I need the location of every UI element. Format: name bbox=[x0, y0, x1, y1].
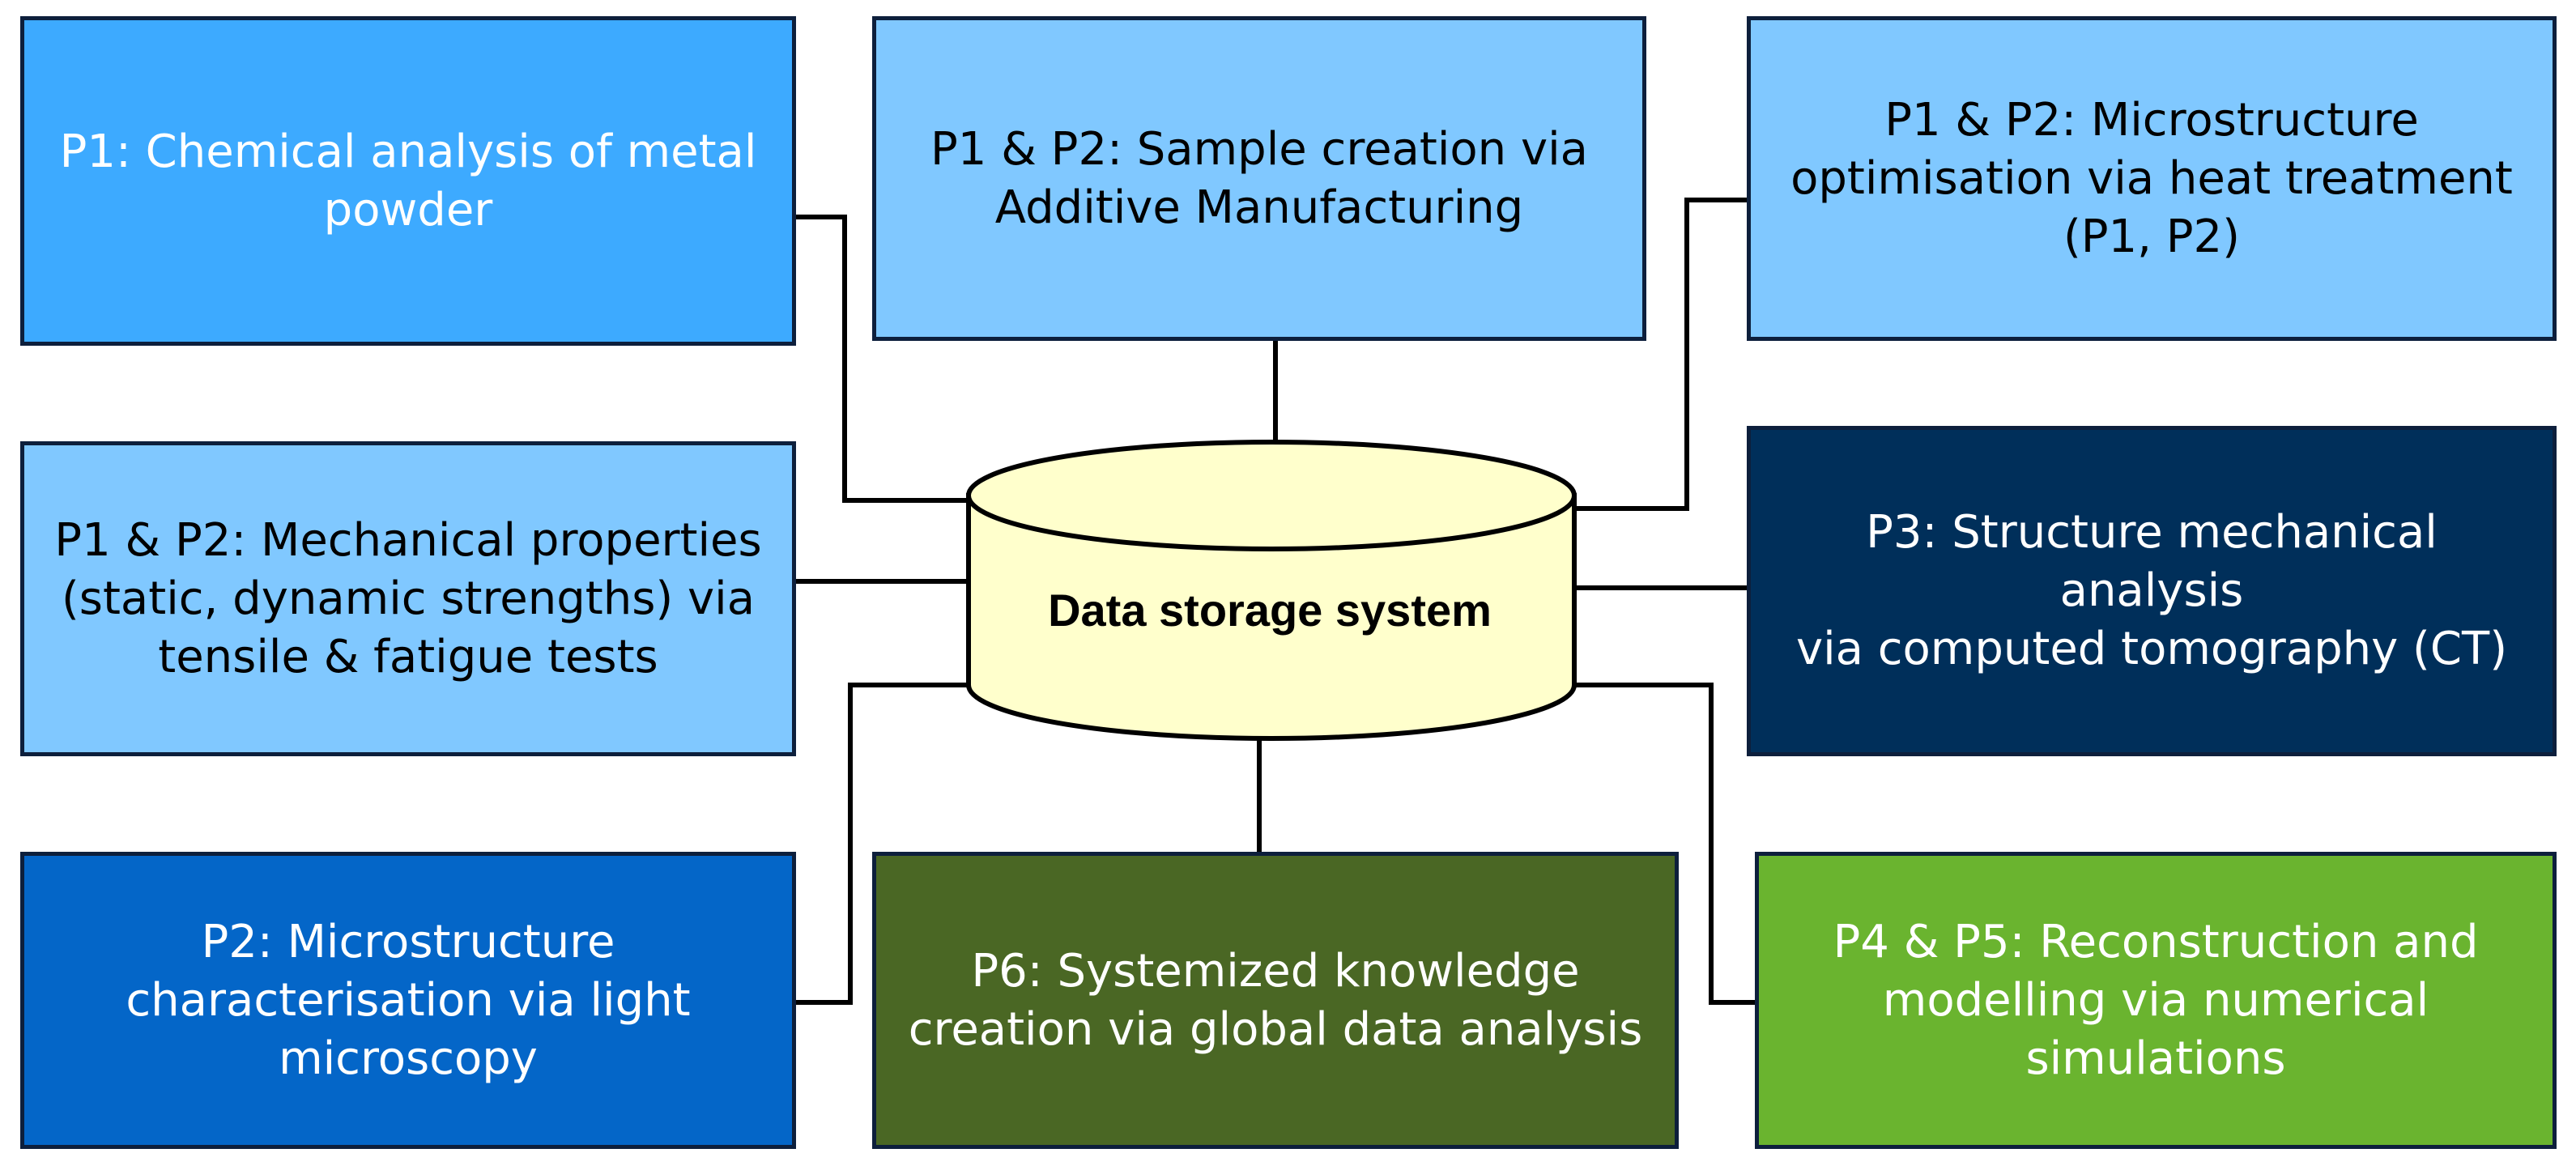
text-line: optimisation via heat treatment bbox=[1790, 151, 2513, 205]
text-line: P4 & P5: Reconstruction and bbox=[1833, 915, 2479, 968]
box-numerical-simulations: P4 & P5: Reconstruction and modelling vi… bbox=[1755, 852, 2557, 1149]
text-line: simulations bbox=[2025, 1032, 2286, 1085]
box-mechanical-properties: P1 & P2: Mechanical properties (static, … bbox=[20, 441, 796, 756]
text-line: P1 & P2: Mechanical properties bbox=[54, 513, 762, 567]
box-knowledge-creation-text: P6: Systemized knowledge creation via gl… bbox=[909, 942, 1643, 1059]
box-heat-treatment: P1 & P2: Microstructure optimisation via… bbox=[1747, 16, 2557, 341]
box-sample-creation-text: P1 & P2: Sample creation via Additive Ma… bbox=[930, 121, 1588, 237]
box-knowledge-creation: P6: Systemized knowledge creation via gl… bbox=[872, 852, 1679, 1149]
text-line: via computed tomography (CT) bbox=[1795, 623, 2508, 675]
text-line: powder bbox=[323, 183, 493, 236]
connector-chemical bbox=[796, 215, 969, 503]
box-light-microscopy: P2: Microstructure characterisation via … bbox=[20, 852, 796, 1149]
text-line: tensile & fatigue tests bbox=[158, 630, 658, 683]
text-line: microscopy bbox=[279, 1032, 538, 1085]
text-line: P3: Structure mechanical analysis bbox=[1866, 506, 2438, 617]
box-numerical-simulations-text: P4 & P5: Reconstruction and modelling vi… bbox=[1833, 913, 2479, 1088]
text-line: P1 & P2: Sample creation via bbox=[930, 122, 1588, 176]
text-line: P1 & P2: Microstructure bbox=[1884, 93, 2419, 147]
text-line: characterisation via light bbox=[126, 973, 691, 1027]
box-light-microscopy-text: P2: Microstructure characterisation via … bbox=[126, 913, 690, 1088]
text-line: (P1, P2) bbox=[2063, 210, 2241, 263]
box-chemical-analysis: P1: Chemical analysis of metal powder bbox=[20, 16, 796, 346]
box-mechanical-properties-text: P1 & P2: Mechanical properties (static, … bbox=[54, 512, 761, 687]
box-sample-creation: P1 & P2: Sample creation via Additive Ma… bbox=[872, 16, 1646, 341]
text-line: Additive Manufacturing bbox=[994, 181, 1524, 234]
box-computed-tomography-text: P3: Structure mechanical analysis via co… bbox=[1775, 504, 2528, 679]
text-line: P2: Microstructure bbox=[201, 915, 615, 968]
connector-heat bbox=[1574, 198, 1747, 511]
database-top bbox=[966, 440, 1577, 551]
connector-microscopy bbox=[796, 683, 969, 1005]
database-cylinder bbox=[966, 440, 1577, 741]
box-computed-tomography: P3: Structure mechanical analysis via co… bbox=[1747, 426, 2557, 756]
database-body bbox=[966, 493, 1577, 741]
box-heat-treatment-text: P1 & P2: Microstructure optimisation via… bbox=[1790, 91, 2513, 266]
connector-simulation bbox=[1574, 683, 1755, 1005]
text-line: P6: Systemized knowledge bbox=[971, 944, 1580, 998]
text-line: P1: Chemical analysis of metal bbox=[59, 125, 757, 178]
text-line: creation via global data analysis bbox=[908, 1002, 1643, 1056]
text-line: (static, dynamic strengths) via bbox=[61, 572, 756, 625]
text-line: modelling via numerical bbox=[1882, 973, 2429, 1027]
database-label: Data storage system bbox=[1048, 585, 1492, 636]
box-chemical-analysis-text: P1: Chemical analysis of metal powder bbox=[60, 123, 757, 240]
